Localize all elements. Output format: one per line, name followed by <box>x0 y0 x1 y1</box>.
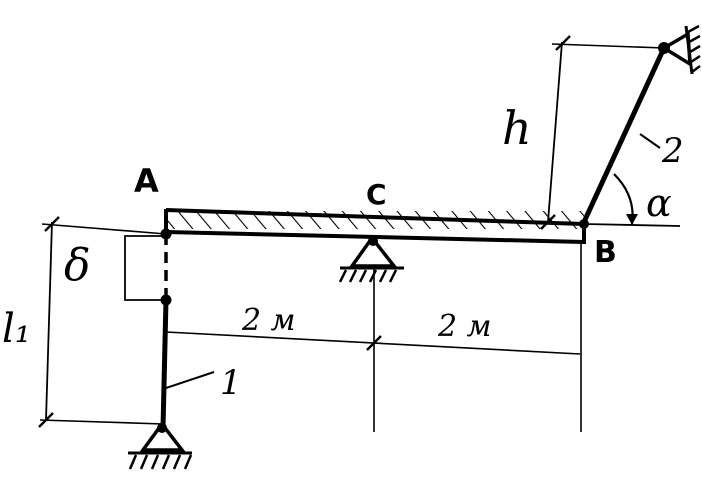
label-span-cb: 2 м <box>437 309 492 344</box>
label-span-ac: 2 м <box>241 303 296 338</box>
label-point-c: C <box>366 178 387 211</box>
rod-1 <box>160 299 169 429</box>
support-rod-1-triangle <box>139 421 186 452</box>
support-rod-2 <box>660 24 701 75</box>
support-rod-1-pin <box>157 423 167 433</box>
beam-top-edge <box>165 208 585 226</box>
support-c-pin <box>368 236 378 246</box>
joint-b <box>579 219 589 229</box>
dimension-l1-top-extension <box>41 223 167 235</box>
label-angle: α <box>646 181 672 225</box>
rod-1-leader <box>165 371 215 389</box>
label-gap: δ <box>64 240 91 291</box>
dimension-h-top-extension <box>551 43 665 49</box>
dimension-h <box>540 35 665 230</box>
support-rod-2-hatch <box>687 24 701 73</box>
label-point-b: B <box>594 235 617 270</box>
support-rod-1-hatch <box>128 454 193 470</box>
angle-alpha-arrow <box>626 214 638 225</box>
dimension-l1-line <box>45 221 53 421</box>
gap-bracket <box>124 235 166 301</box>
label-height: h <box>502 101 532 155</box>
rod-1-assembly <box>124 228 215 429</box>
support-c-hatch <box>338 269 398 283</box>
support-rod-1 <box>128 421 193 470</box>
label-rod-1: 1 <box>220 363 242 403</box>
support-c-triangle <box>348 235 398 268</box>
label-length-l1: l₁ <box>2 306 31 352</box>
label-rod-2: 2 <box>661 131 684 171</box>
dimension-l1-bottom-extension <box>39 419 164 425</box>
dimension-h-line <box>547 41 563 223</box>
dimension-l1 <box>38 216 167 428</box>
support-c <box>338 235 404 283</box>
span-dimensions <box>165 244 582 432</box>
label-point-a: A <box>134 162 159 200</box>
rod-2 <box>581 46 667 224</box>
support-rod-2-base <box>684 25 694 75</box>
rod-2-leader <box>639 133 661 149</box>
